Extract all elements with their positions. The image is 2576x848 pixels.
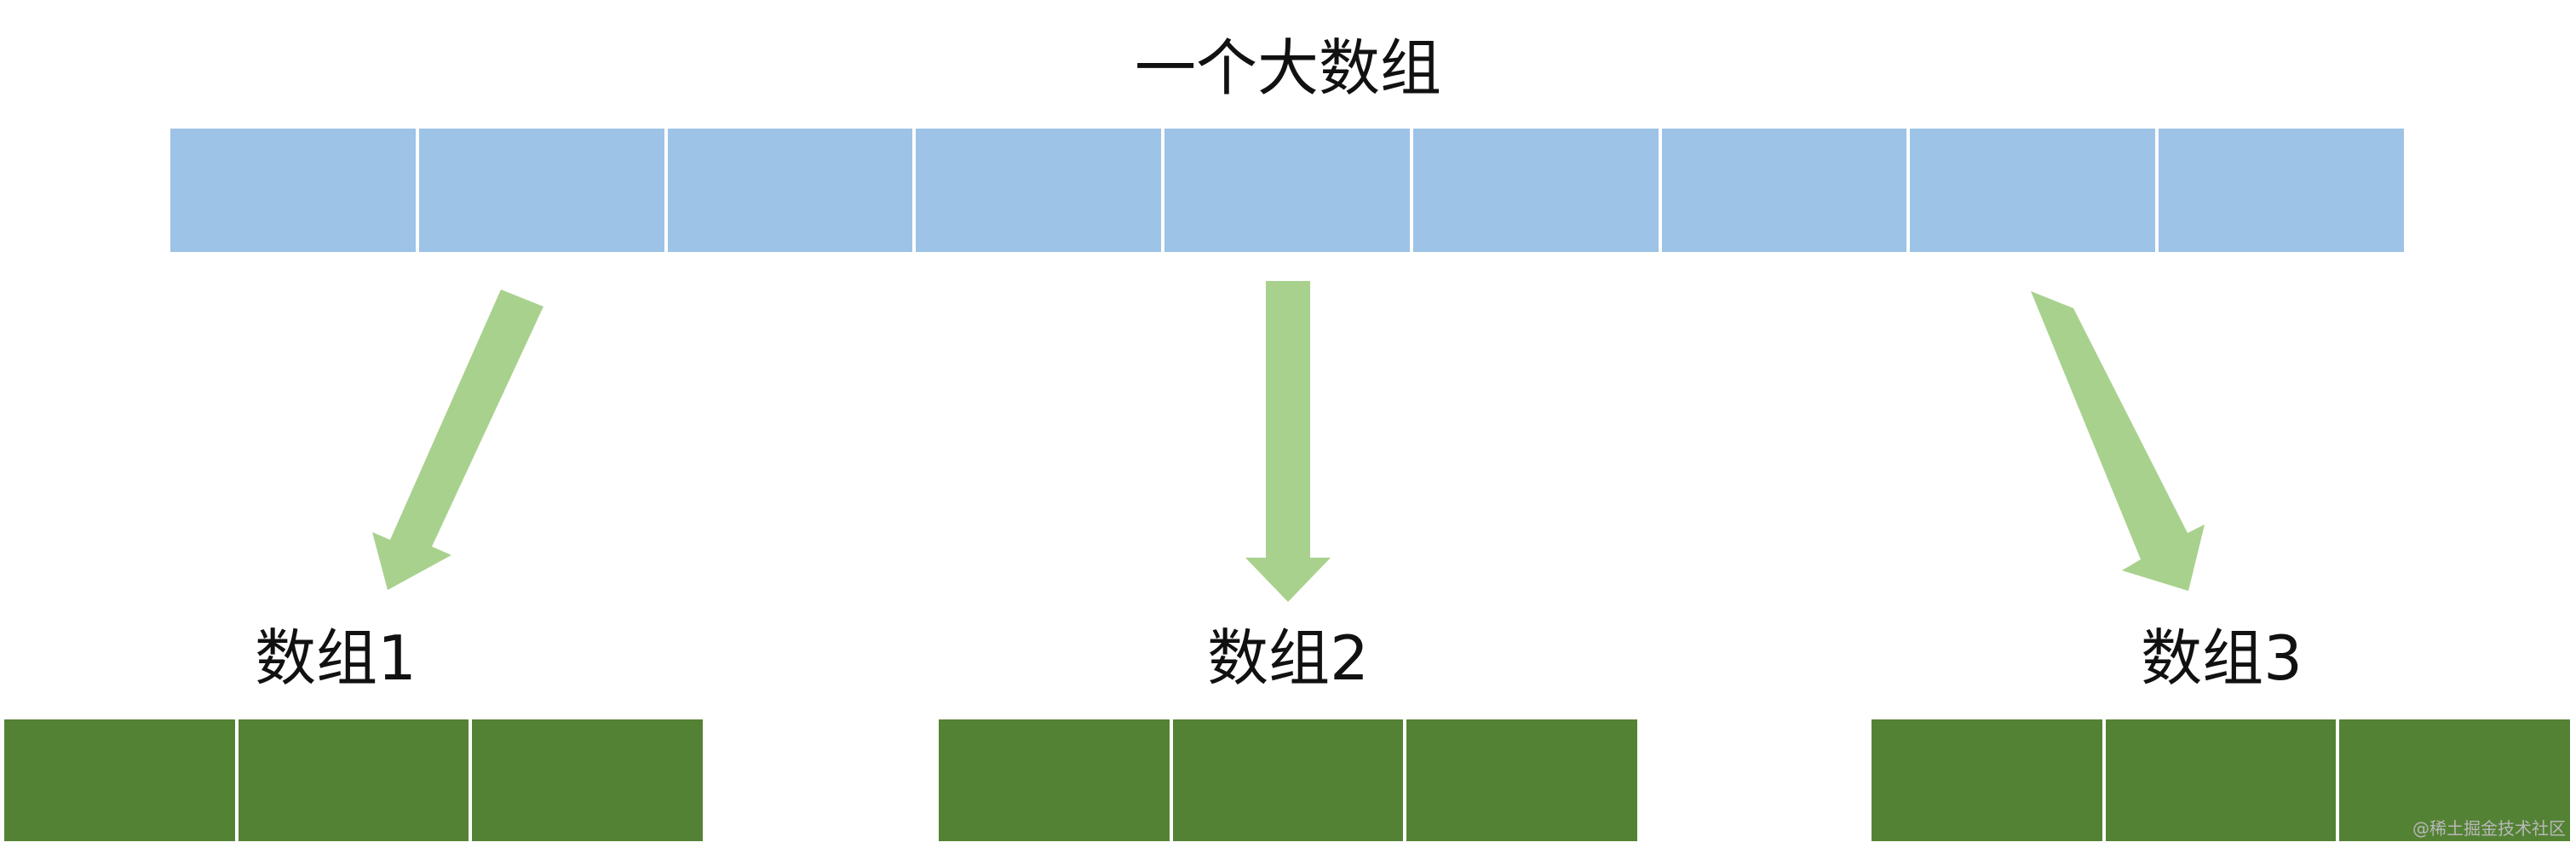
- sub-array-cell: [4, 719, 239, 841]
- big-array-cell: [1661, 129, 1911, 252]
- array-1: [4, 719, 704, 841]
- diagram-title: 一个大数组: [1134, 32, 1441, 104]
- array-3-label: 数组3: [2141, 622, 2303, 694]
- big-array-cell: [2159, 129, 2405, 252]
- sub-array-cell: [238, 719, 473, 841]
- arrow-to-array-2: [1245, 281, 1331, 602]
- big-array-cell: [1164, 129, 1413, 252]
- array-2: [939, 719, 1638, 841]
- watermark: @稀土掘金技术社区: [2412, 818, 2566, 839]
- array-2-label: 数组2: [1207, 622, 1369, 694]
- arrow-to-array-1: [372, 289, 543, 590]
- big-array-cell: [916, 129, 1165, 252]
- sub-array-cell: [472, 719, 704, 841]
- big-array: [170, 129, 2405, 252]
- sub-array-cell: [1406, 719, 1638, 841]
- array-1-label: 数组1: [255, 622, 417, 694]
- sub-array-cell: [1172, 719, 1407, 841]
- sub-array-cell: [1872, 719, 2106, 841]
- sub-array-cell: [939, 719, 1173, 841]
- big-array-cell: [418, 129, 668, 252]
- arrow-to-array-3: [2031, 291, 2205, 591]
- big-array-cell: [1412, 129, 1662, 252]
- sub-array-cell: [2339, 719, 2571, 841]
- big-array-cell: [667, 129, 917, 252]
- big-array-cell: [170, 129, 419, 252]
- big-array-cell: [1910, 129, 2159, 252]
- array-3: [1872, 719, 2571, 841]
- sub-array-cell: [2105, 719, 2340, 841]
